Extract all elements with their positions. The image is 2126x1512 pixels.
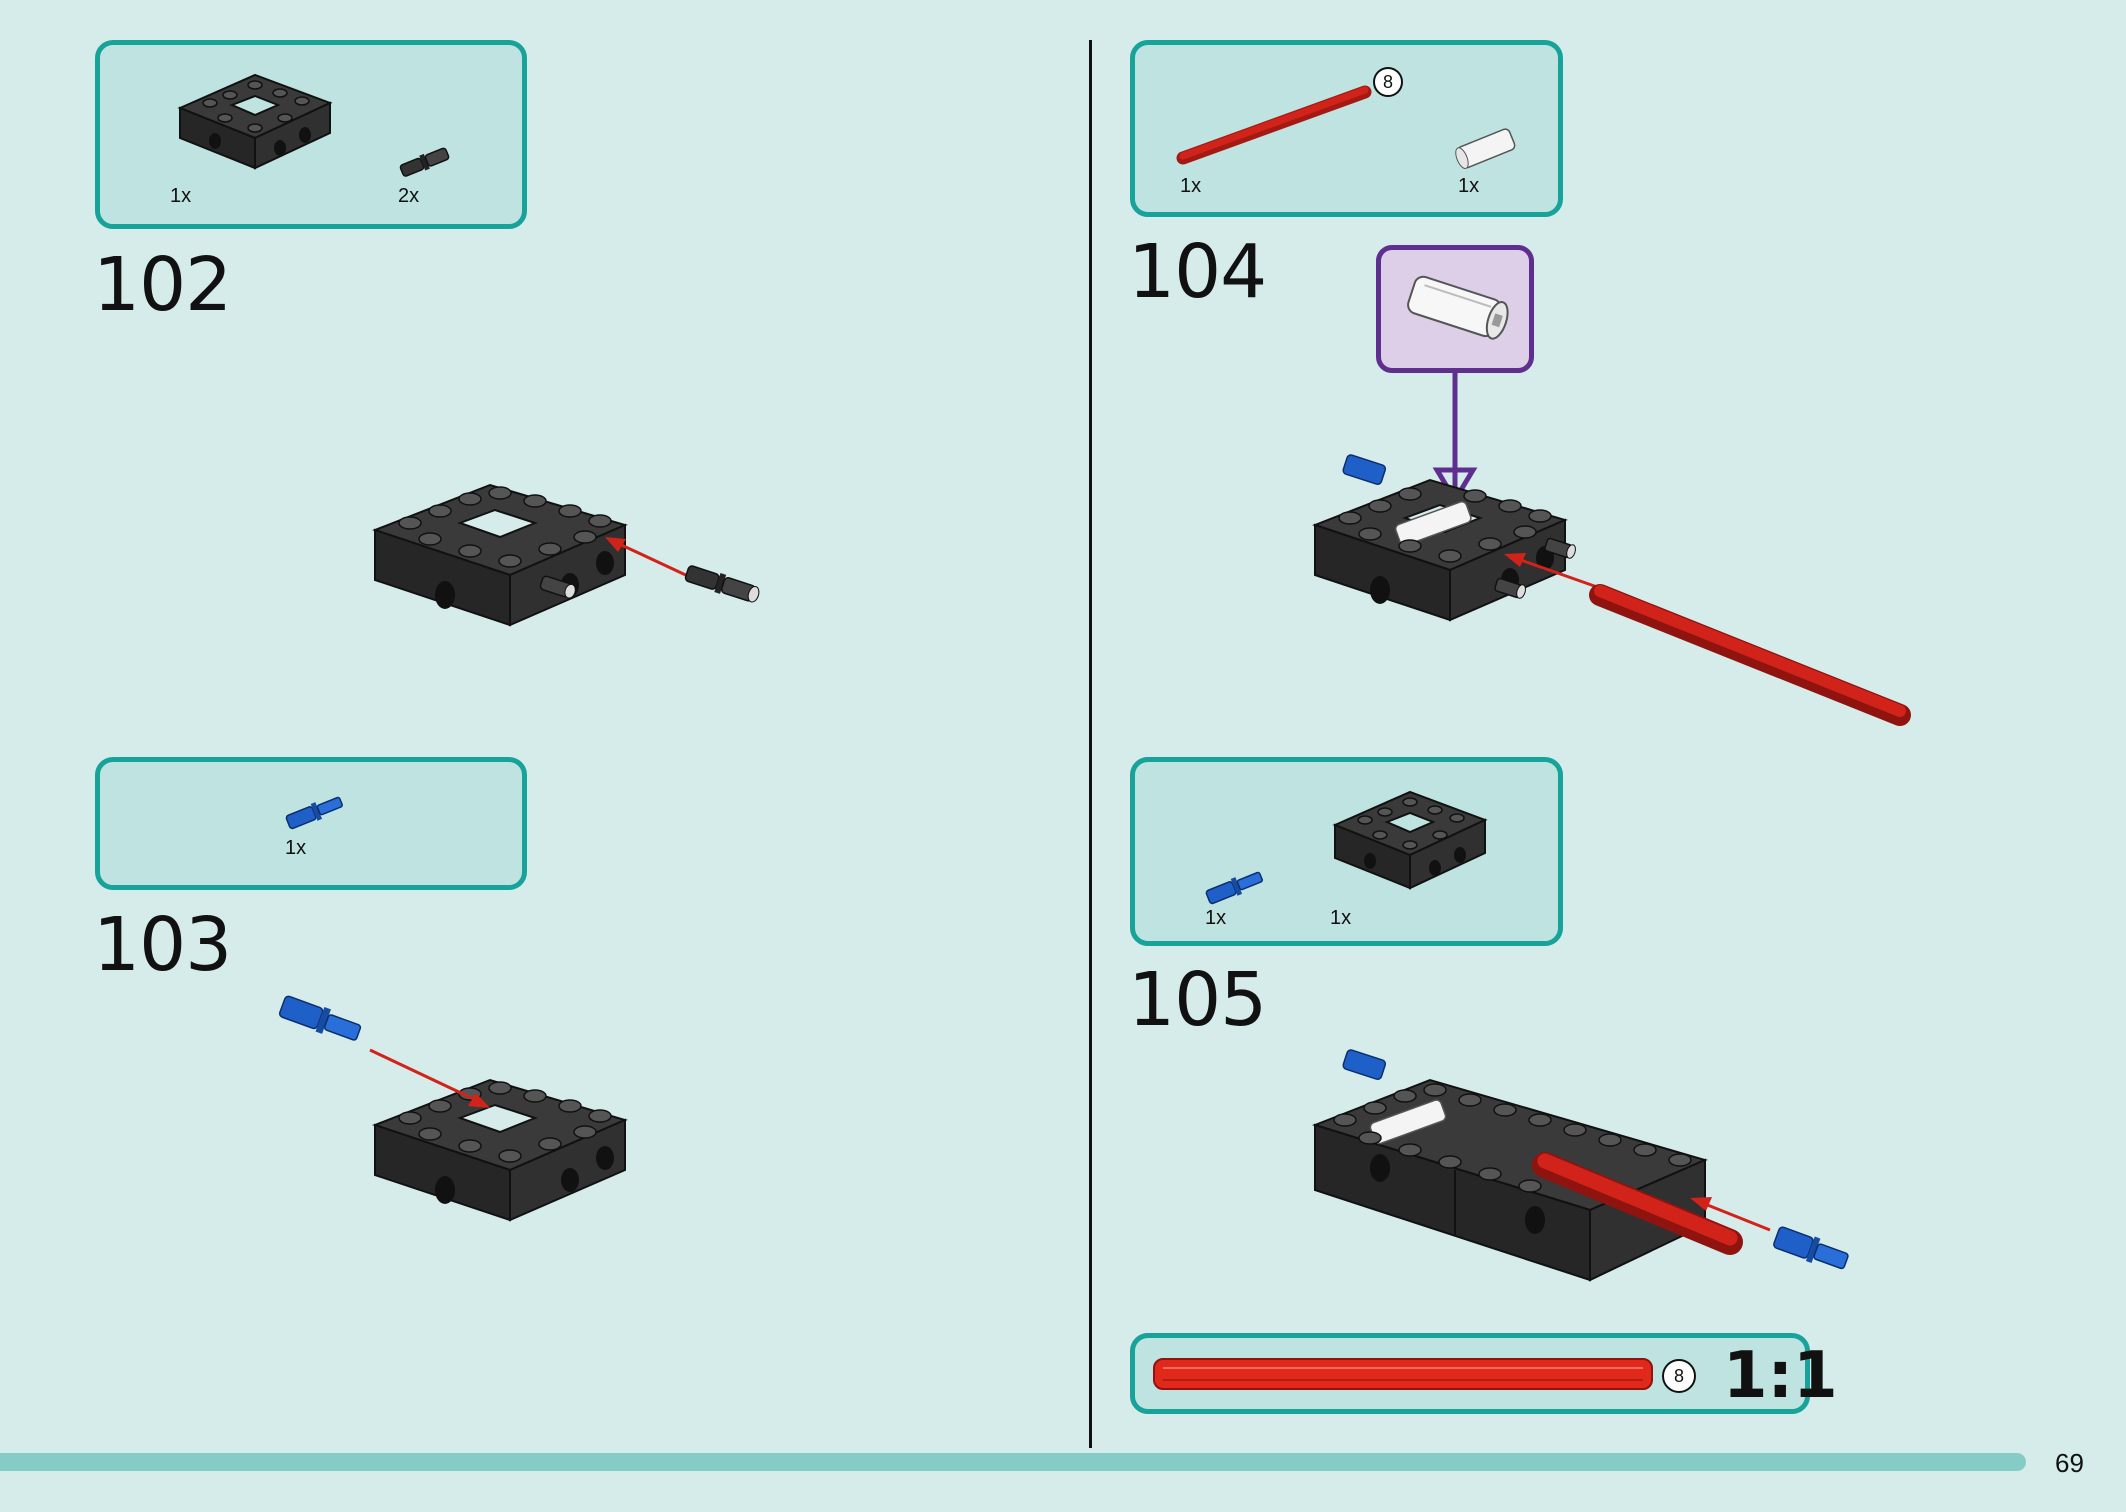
part-quantity: 1x [1458,175,1480,197]
step-number-105: 105 [1128,957,1267,1043]
white-axle-connector-icon [1455,128,1516,169]
part-quantity: 1x [285,837,307,859]
step-104-assembly-illustration [1312,373,1911,726]
part-quantity: 1x [1205,907,1227,929]
step-number-104: 104 [1128,229,1267,315]
step-105-assembly-illustration [1311,1049,1849,1282]
white-axle-connector-icon [1407,275,1509,340]
parts-list-box-step-103: 1x [95,757,527,890]
step-102-assembly-illustration [372,483,760,627]
black-4x4-frame-brick-icon [177,73,333,170]
page-number: 69 [2055,1448,2084,1478]
part-quantity: 1x [1180,175,1202,197]
red-axle-8-scale-bar [1153,1358,1653,1390]
axle-length-marker: 8 [1373,67,1403,97]
black-4x4-frame-brick-icon [1332,790,1488,890]
part-quantity: 2x [398,185,420,207]
red-axle-8-icon [1176,85,1372,165]
part-quantity: 1x [1330,907,1352,929]
blue-axle-pin-icon [285,796,343,830]
parts-list-box-step-104: 8 1x 1x [1130,40,1563,217]
axle-length-marker: 8 [1662,1359,1696,1393]
parts-list-box-step-102: 1x 2x [95,40,527,229]
part-quantity: 1x [170,185,192,207]
black-friction-pin-icon [399,147,450,177]
step-number-102: 102 [93,242,232,328]
scale-reference-box: 8 1:1 [1130,1333,1838,1414]
blue-axle-pin-icon [1205,871,1263,905]
page-column-divider [1089,40,1092,1448]
sub-step-callout [1376,245,1534,373]
step-103-assembly-illustration [278,995,628,1222]
scale-ratio-label: 1:1 [1723,1339,1838,1413]
footer-bar [0,1453,2026,1471]
step-number-103: 103 [93,902,232,988]
parts-list-box-step-105: 1x 1x [1130,757,1563,946]
